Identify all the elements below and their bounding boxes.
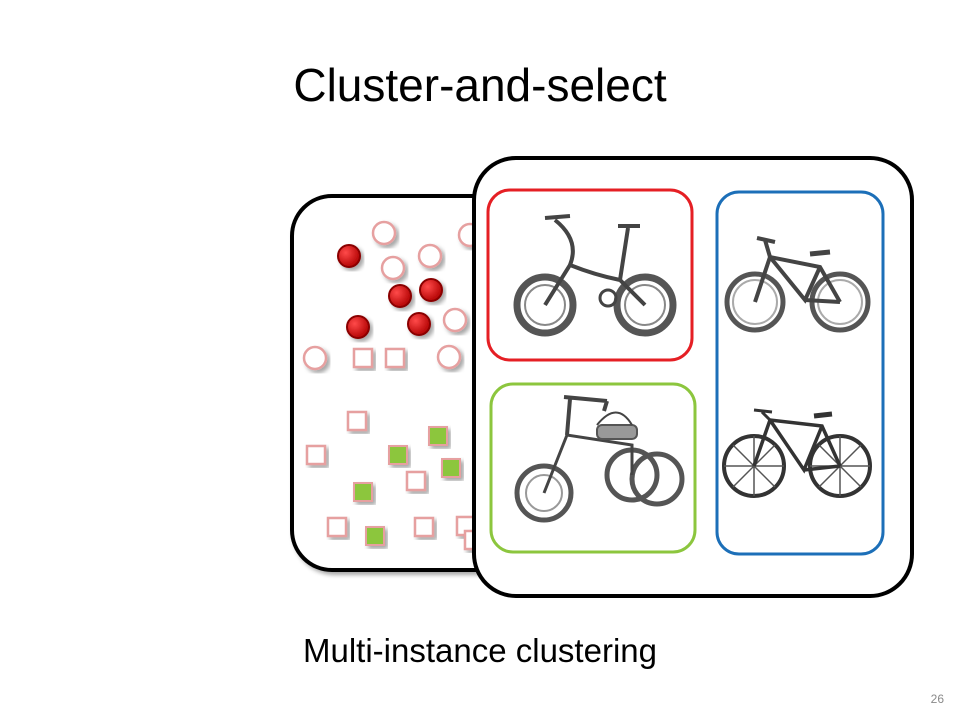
hollow-square-point [305, 444, 327, 466]
filled-circle-point [346, 315, 370, 339]
hollow-square-point [326, 516, 348, 538]
hollow-square-point [384, 347, 406, 369]
chopper-tricycle-icon [514, 395, 685, 523]
hollow-circle-point [442, 307, 468, 333]
folding-bike-icon [513, 214, 677, 337]
mountain-bike-icon [724, 236, 871, 333]
hollow-square-point [352, 347, 374, 369]
filled-square-point [388, 445, 408, 465]
green-cluster-box [489, 382, 697, 554]
filled-square-point [441, 458, 461, 478]
filled-square-point [353, 482, 373, 502]
filled-circle-point [419, 278, 443, 302]
caption: Multi-instance clustering [303, 632, 657, 669]
filled-circle-point [337, 244, 361, 268]
blue-cluster-box [715, 190, 885, 556]
red-cluster-box [486, 188, 694, 362]
hollow-square-point [346, 410, 368, 432]
filled-square-point [365, 526, 385, 546]
hollow-circle-point [371, 220, 397, 246]
road-bike-icon [722, 408, 872, 498]
hollow-circle-point [302, 345, 328, 371]
page-number: 26 [930, 692, 944, 706]
cluster-panel [472, 156, 914, 598]
hollow-square-point [413, 516, 435, 538]
hollow-circle-point [436, 344, 462, 370]
filled-circle-point [407, 312, 431, 336]
hollow-circle-point [380, 255, 406, 281]
hollow-circle-point [417, 243, 443, 269]
filled-square-point [428, 426, 448, 446]
filled-circle-point [388, 284, 412, 308]
hollow-square-point [405, 470, 427, 492]
slide-title: Cluster-and-select [293, 59, 667, 111]
